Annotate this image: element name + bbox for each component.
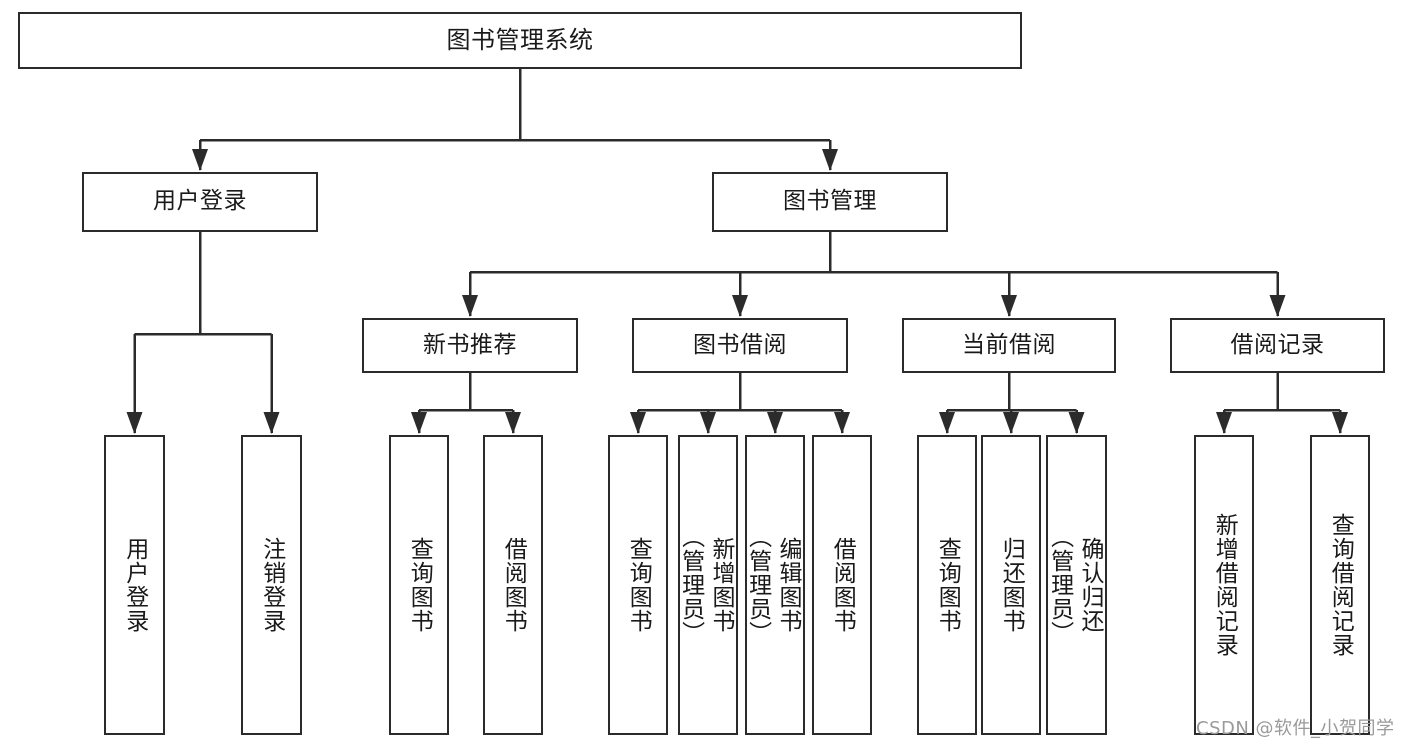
node-label: 新书推荐 [423,331,517,358]
node-label: 编辑图书 （管理员） [744,525,801,645]
node-query-book-1[interactable]: 查询图书 [389,435,449,735]
node-label: 图书管理 [783,188,877,215]
node-label: 图书管理系统 [446,26,594,55]
node-borrow-records[interactable]: 借阅记录 [1170,318,1385,373]
node-label: 查询图书 [406,537,433,633]
node-label: 查询图书 [625,537,652,633]
node-do-user-login[interactable]: 用户登录 [104,435,165,735]
node-query-borrow-record[interactable]: 查询借阅记录 [1310,435,1370,735]
node-add-book[interactable]: 新增图书 （管理员） [678,435,738,735]
node-label: 确认归还 （管理员） [1046,525,1103,645]
node-query-book-2[interactable]: 查询图书 [608,435,668,735]
node-root[interactable]: 图书管理系统 [18,12,1022,69]
node-label: 查询图书 [934,537,961,633]
node-return-book[interactable]: 归还图书 [981,435,1041,735]
node-query-book-3[interactable]: 查询图书 [917,435,977,735]
node-user-login[interactable]: 用户登录 [82,172,318,232]
node-new-book-recommend[interactable]: 新书推荐 [362,318,578,373]
node-logout[interactable]: 注销登录 [241,435,302,735]
node-label: 借阅记录 [1230,331,1325,358]
node-label: 查询借阅记录 [1327,513,1354,657]
node-label: 当前借阅 [962,331,1056,358]
node-book-borrow[interactable]: 图书借阅 [632,318,848,373]
node-add-borrow-record[interactable]: 新增借阅记录 [1194,435,1254,735]
node-label: 用户登录 [121,537,148,633]
node-label: 借阅图书 [829,537,856,633]
node-borrow-book-1[interactable]: 借阅图书 [483,435,543,735]
node-current-borrow[interactable]: 当前借阅 [902,318,1116,373]
node-book-management[interactable]: 图书管理 [712,172,948,232]
node-edit-book[interactable]: 编辑图书 （管理员） [745,435,805,735]
node-label: 用户登录 [153,188,247,215]
node-label: 新增图书 （管理员） [677,525,734,645]
node-borrow-book-2[interactable]: 借阅图书 [812,435,872,735]
node-label: 归还图书 [998,537,1025,633]
node-label: 注销登录 [258,537,285,633]
node-confirm-return[interactable]: 确认归还 （管理员） [1046,435,1107,735]
node-label: 新增借阅记录 [1211,513,1238,657]
node-label: 图书借阅 [693,331,787,358]
node-label: 借阅图书 [500,537,527,633]
